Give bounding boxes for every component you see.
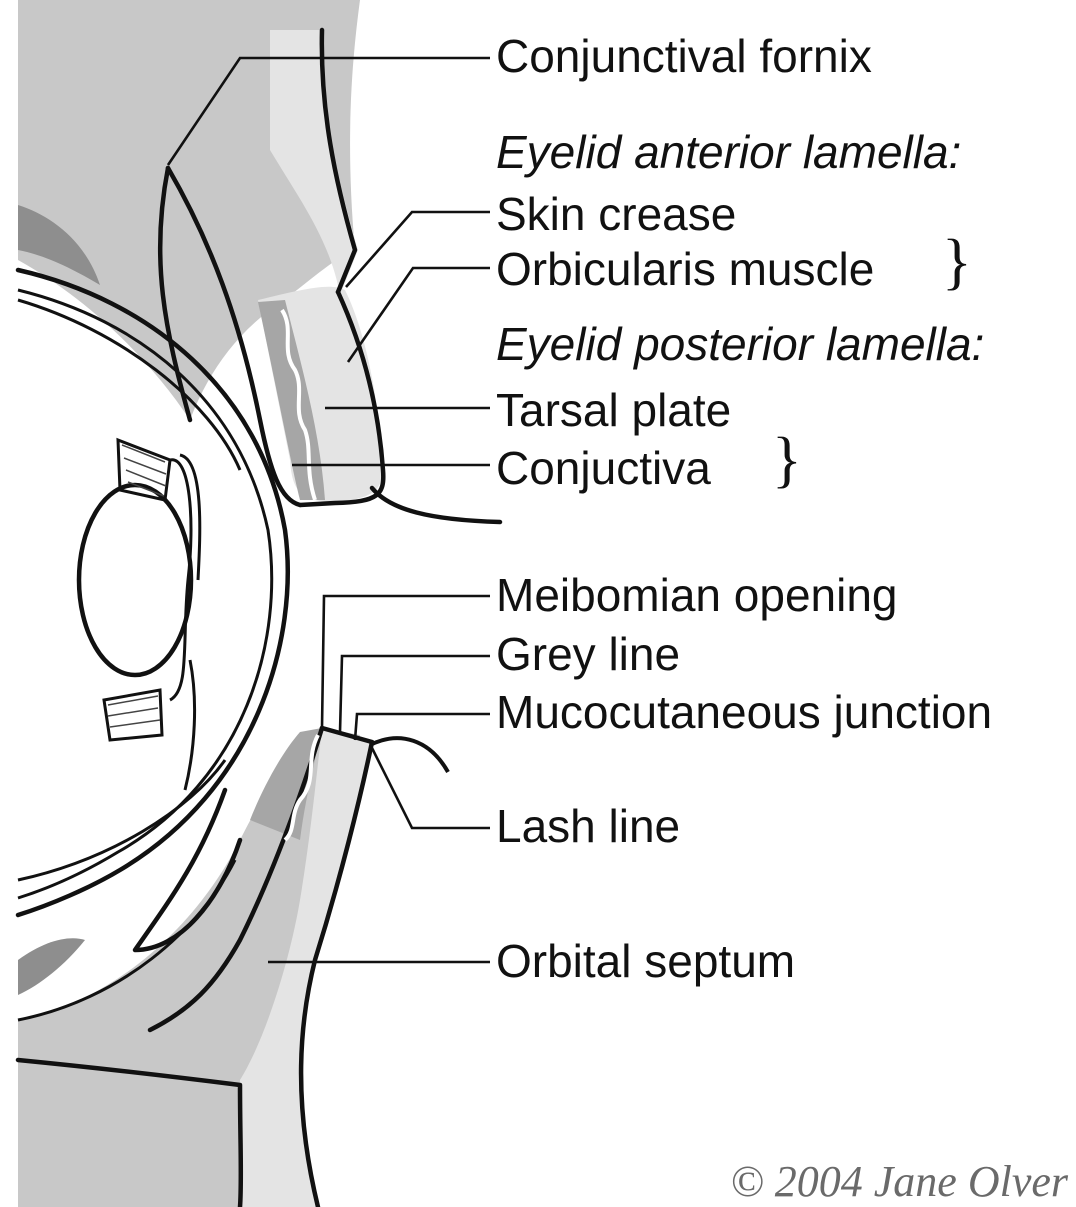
copyright-credit: © 2004 Jane Olver [730,1157,1069,1206]
leader-skin-crease [346,212,490,287]
brace-anterior-lamella: } [942,228,972,296]
label-conjunctival-fornix: Conjunctival fornix [496,30,872,82]
label-conjunctiva: Conjuctiva [496,442,711,494]
heading-posterior-lamella: Eyelid posterior lamella: [496,318,984,370]
label-grey-line: Grey line [496,628,680,680]
label-meibomian-opening: Meibomian opening [496,569,898,621]
heading-anterior-lamella: Eyelid anterior lamella: [496,126,961,178]
labels: Conjunctival fornix Eyelid anterior lame… [496,30,992,987]
label-lash-line: Lash line [496,800,680,852]
label-skin-crease: Skin crease [496,188,736,240]
label-mucocutaneous-junction: Mucocutaneous junction [496,686,992,738]
label-tarsal-plate: Tarsal plate [496,384,731,436]
brace-posterior-lamella: } [772,426,802,494]
lower-orbital-tissue [18,728,372,1207]
leader-orbicularis [348,268,490,362]
leader-meibomian-opening [322,596,490,728]
leader-mucocutaneous-junction [355,714,490,740]
upper-orbital-tissue [18,0,382,502]
label-orbicularis-muscle: Orbicularis muscle [496,243,874,295]
label-orbital-septum: Orbital septum [496,935,795,987]
leader-grey-line [340,656,490,732]
leader-lash-line [372,748,490,828]
lens [79,440,200,790]
